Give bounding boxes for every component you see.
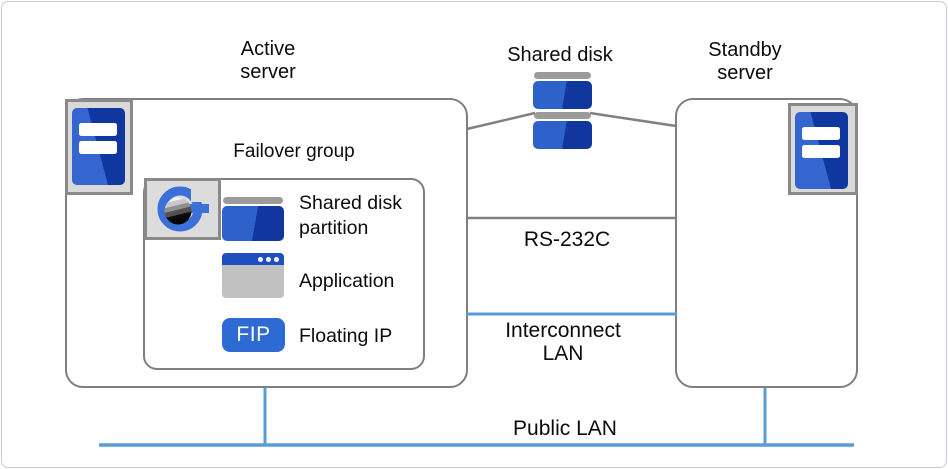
failover-group-label: Failover group [233,141,355,162]
disk-body [222,206,284,241]
window-dot [258,256,263,262]
server-slot-bar [79,123,117,136]
public-lan-label: Public LAN [513,417,617,440]
expresscluster-logo-icon [144,178,221,240]
application-titlebar [222,253,284,265]
disk-link-right-line [589,111,677,128]
disk-cap [534,112,591,119]
floating-ip-label: Floating IP [299,325,393,347]
application-icon [222,253,284,298]
standby-server-label: Standby server [708,39,782,84]
disk-body [533,81,592,109]
server-tower-icon [72,108,125,185]
application-body [222,265,284,298]
disk-link-left-line [466,111,536,131]
active-server-icon [65,99,133,195]
disk-body [533,121,592,149]
rs232c-label: RS-232C [523,228,611,251]
shared-disk-label: Shared disk [507,44,613,66]
disk-cap [223,197,283,204]
server-tower-icon [795,112,848,189]
server-slot-bar [79,141,117,154]
application-label: Application [299,270,395,292]
window-dot [266,256,271,262]
server-slot-bar [802,127,840,140]
shared-disk-partition-label: Shared disk partition [299,192,402,239]
shared-disk-icon [533,72,592,149]
window-dot [274,256,279,262]
server-slot-bar [802,145,840,158]
interconnect-lan-label: Interconnect LAN [505,319,621,365]
shared-disk-partition-icon [222,197,284,241]
floating-ip-badge: FIP [222,318,285,352]
disk-cap [534,72,591,79]
active-server-label: Active server [240,38,296,83]
standby-server-icon [788,103,858,195]
